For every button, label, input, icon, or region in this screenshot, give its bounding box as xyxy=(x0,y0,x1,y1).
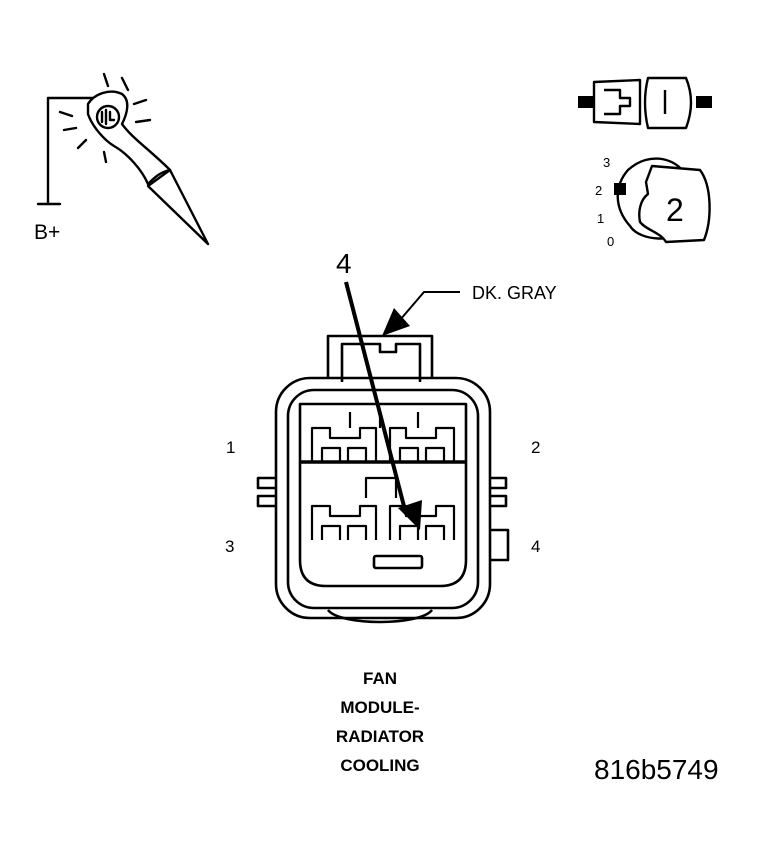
connector-inner-block xyxy=(298,402,468,588)
cavity-label-4: 4 xyxy=(531,537,541,556)
callout-cavity-number: 4 xyxy=(336,248,352,279)
connector-female-half xyxy=(643,76,693,130)
lower-cavities xyxy=(310,476,456,540)
connector-face xyxy=(256,334,510,624)
connector-left-wire xyxy=(578,96,594,108)
cavity-label-1: 1 xyxy=(226,438,236,457)
connector-right-wire xyxy=(696,96,712,108)
disconnect-connector-icon xyxy=(578,76,712,130)
probe-spike xyxy=(146,168,210,246)
probe-bulb xyxy=(95,104,121,130)
supply-label: B+ xyxy=(34,221,61,244)
caption-line-2: MODULE- xyxy=(340,698,420,717)
probe-lead-wire xyxy=(46,96,98,206)
wire-color-leader xyxy=(382,291,460,336)
connector-lock-tab-inner xyxy=(340,342,422,382)
connector-caption: FAN MODULE- RADIATOR COOLING xyxy=(300,664,460,780)
ignition-key-icon xyxy=(614,157,711,244)
caption-line-3: RADIATOR xyxy=(335,727,425,746)
ignition-position-3: 3 xyxy=(603,155,611,170)
connector-lock-tab xyxy=(326,334,434,378)
ignition-position-1: 1 xyxy=(597,211,605,226)
connector-housing-outer xyxy=(274,376,492,620)
connector-bottom-slot xyxy=(372,554,424,570)
connector-male-half xyxy=(592,78,642,126)
probe-bulb-filament xyxy=(100,108,116,126)
figure-id: 816b5749 xyxy=(594,754,719,785)
connector-male-latch xyxy=(604,88,632,116)
caption-line-4: COOLING xyxy=(340,756,420,775)
probe-light-rays xyxy=(58,72,152,164)
connector-latch-left xyxy=(256,476,276,508)
probe-handle xyxy=(86,90,172,186)
test-light-probe-icon xyxy=(36,72,210,246)
ignition-position-0: 0 xyxy=(607,234,615,249)
connector-seal xyxy=(326,609,434,624)
caption-line-1: FAN xyxy=(363,669,397,688)
wire-color-label: DK. GRAY xyxy=(472,283,557,303)
ignition-key-head xyxy=(638,164,711,244)
connector-housing-mid xyxy=(286,388,480,610)
cavity-callout-arrow xyxy=(344,281,422,530)
cavity-label-2: 2 xyxy=(531,438,541,457)
connector-latch-right xyxy=(490,476,508,508)
cavity-label-3: 3 xyxy=(225,537,235,556)
connector-key-right xyxy=(490,528,510,562)
ignition-selected-position: 2 xyxy=(666,192,684,228)
ignition-position-marker xyxy=(614,183,626,195)
ignition-position-2: 2 xyxy=(595,183,603,198)
